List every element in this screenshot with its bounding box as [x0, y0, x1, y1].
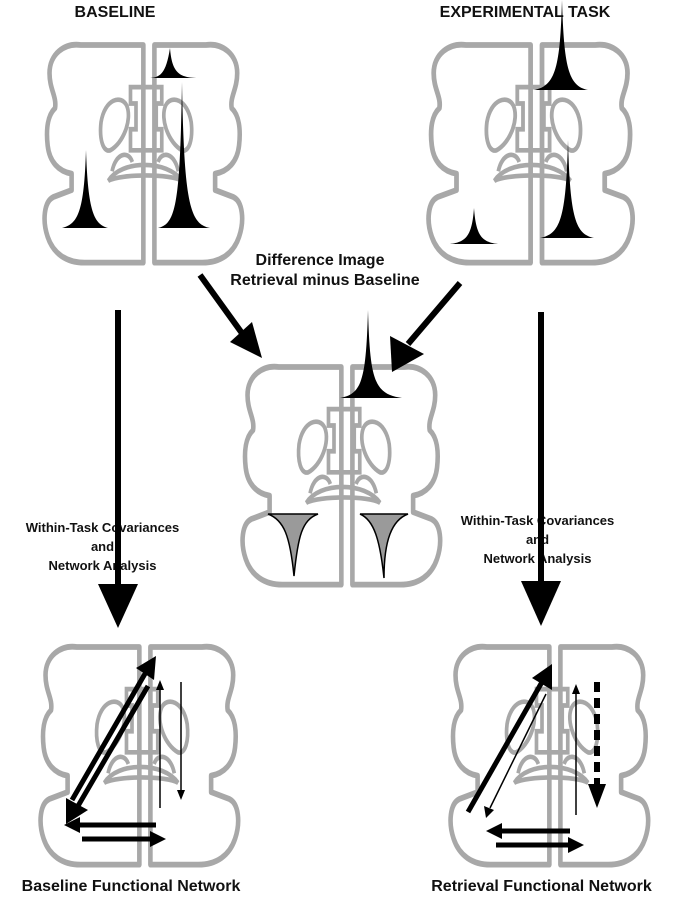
experimental-title: EXPERIMENTAL TASK — [439, 4, 611, 21]
arrow-experimental-down — [521, 312, 561, 626]
right-covariance-line1: Within-Task Covariances — [460, 513, 615, 528]
baseline-network-brain — [41, 647, 239, 865]
retrieval-arrow-diagonal-thin — [489, 693, 547, 809]
arrow-experimental-to-difference — [390, 281, 463, 372]
difference-trough-right — [359, 513, 409, 579]
left-covariance-line1: Within-Task Covariances — [25, 520, 180, 535]
retrieval-arrow-diagonal-up — [465, 680, 545, 814]
retrieval-network-caption: Retrieval Functional Network — [431, 878, 652, 895]
difference-brain — [243, 310, 441, 585]
baseline-peak-right — [158, 82, 210, 228]
baseline-title: BASELINE — [74, 4, 156, 21]
network-arrow-diagonal-up — [69, 670, 149, 802]
experimental-peak-small — [450, 208, 498, 244]
difference-trough-left — [267, 513, 319, 577]
difference-peak-top — [340, 310, 402, 398]
experimental-brain — [429, 0, 633, 263]
experimental-peak-top — [534, 0, 588, 90]
retrieval-network-brain — [451, 647, 649, 865]
right-covariance-line3: Network Analysis — [483, 551, 592, 566]
baseline-network-caption: Baseline Functional Network — [21, 878, 241, 895]
experimental-peak-right — [540, 140, 594, 238]
arrow-baseline-down — [98, 310, 138, 628]
left-covariance-line3: Network Analysis — [48, 558, 157, 573]
baseline-brain — [45, 45, 243, 263]
baseline-peak-small-top — [148, 48, 200, 78]
difference-title-line1: Difference Image — [255, 252, 385, 269]
difference-title-line2: Retrieval minus Baseline — [230, 272, 420, 289]
network-arrow-diagonal-down — [75, 684, 151, 808]
baseline-peak-left — [62, 150, 108, 228]
left-covariance-line2: and — [90, 539, 115, 554]
arrow-baseline-to-difference — [197, 273, 262, 358]
